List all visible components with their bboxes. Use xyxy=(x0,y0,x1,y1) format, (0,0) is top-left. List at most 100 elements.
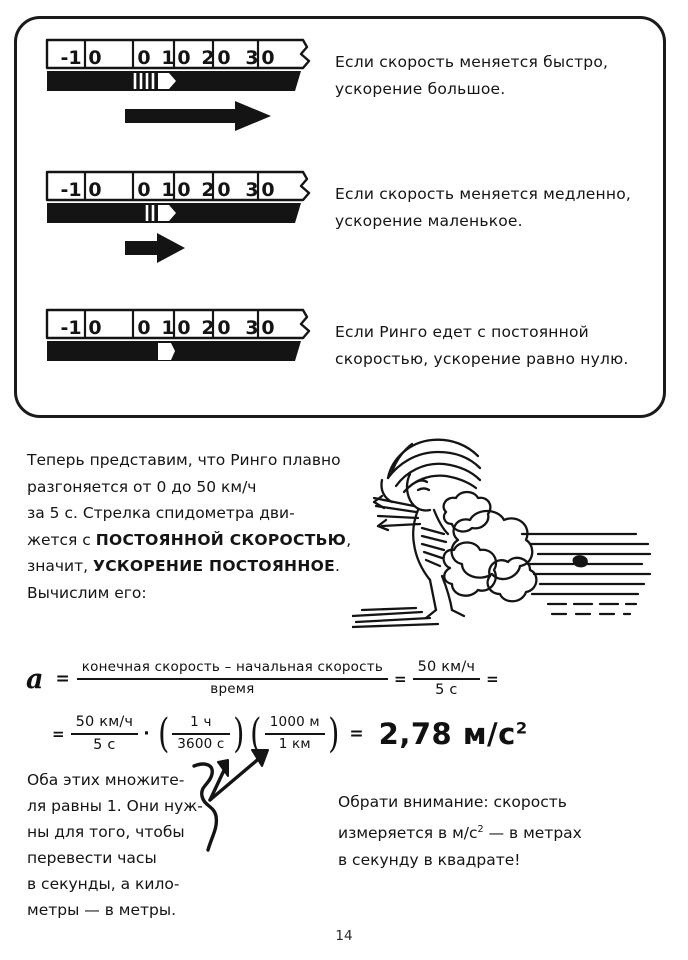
note-right-line-2: измеряется в м/с2 — в метрах xyxy=(338,816,638,847)
intro-line-5: значит, УСКОРЕНИЕ ПОСТОЯННОЕ. xyxy=(27,553,357,580)
fraction-km-to-meters: 1000 м 1 км xyxy=(264,714,325,752)
multiplication-dot: · xyxy=(143,723,150,744)
equals-sign-2: = xyxy=(393,669,407,688)
fraction-numerator: 1000 м xyxy=(269,714,320,731)
caption-line: ускорение маленькое. xyxy=(335,212,523,230)
fraction-speed: 50 км/ч 5 с xyxy=(70,714,139,753)
fraction-denominator: 1 км xyxy=(278,736,311,752)
fraction-bar xyxy=(70,733,139,735)
result-exponent: 2 xyxy=(515,717,528,737)
page-number: 14 xyxy=(335,928,353,944)
svg-text:0: 0 xyxy=(261,179,274,201)
svg-text:0: 0 xyxy=(217,47,230,69)
caption-fast: Если скорость меняется быстро, ускорение… xyxy=(335,49,665,103)
formula-line-1: a = конечная скорость – начальная скорос… xyxy=(26,652,505,706)
fraction-denominator: 5 с xyxy=(93,737,116,753)
fraction-numerator: 1 ч xyxy=(190,714,212,731)
svg-text:0: 0 xyxy=(261,47,274,69)
paren-close-2: ) xyxy=(327,710,340,757)
fraction-definition: конечная скорость – начальная скорость в… xyxy=(76,659,388,697)
fraction-hours-to-seconds: 1 ч 3600 с xyxy=(172,714,230,752)
fraction-numerator: конечная скорость – начальная скорость xyxy=(81,659,383,676)
note-left-line: Оба этих множите- xyxy=(27,771,185,789)
fraction-bar xyxy=(264,733,325,735)
fraction-bar xyxy=(412,678,481,680)
svg-text:3: 3 xyxy=(245,317,258,339)
intro-line-5-strong: УСКОРЕНИЕ ПОСТОЯННОЕ xyxy=(93,557,335,575)
fraction-bar xyxy=(172,733,230,735)
svg-text:2: 2 xyxy=(201,317,214,339)
intro-line-4-strong: ПОСТОЯННОЙ СКОРОСТЬЮ xyxy=(95,530,347,549)
svg-text:0: 0 xyxy=(177,179,190,201)
fraction-numerator: 50 км/ч xyxy=(75,714,134,731)
svg-text:-1: -1 xyxy=(60,317,81,339)
svg-text:-1: -1 xyxy=(60,179,81,201)
intro-line-6: Вычислим его: xyxy=(27,583,147,602)
caption-line: скоростью, ускорение равно нулю. xyxy=(335,350,629,368)
note-right-line-2-suffix: — в метрах xyxy=(483,824,582,843)
intro-line-4: жется с ПОСТОЯННОЙ СКОРОСТЬЮ, xyxy=(27,527,357,554)
fraction-values: 50 км/ч 5 с xyxy=(412,659,481,698)
note-right-line-3: в секунду в квадрате! xyxy=(338,851,521,870)
svg-text:0: 0 xyxy=(137,179,150,201)
result-value: 2,78 м/с xyxy=(378,716,516,751)
formula-line-2: = 50 км/ч 5 с · ( 1 ч 3600 с ) ( 1000 м … xyxy=(46,706,528,762)
svg-text:0: 0 xyxy=(217,317,230,339)
svg-text:0: 0 xyxy=(177,317,190,339)
svg-text:2: 2 xyxy=(201,179,214,201)
speedometer-slow: -1 0 0 1 0 2 0 3 0 xyxy=(45,169,317,231)
short-right-arrow-icon xyxy=(45,231,317,271)
speedometer-constant: -1 0 0 1 0 2 0 3 0 xyxy=(45,307,317,369)
callout-box: -1 0 0 1 0 2 0 3 0 xyxy=(14,16,666,418)
intro-line: разгоняется от 0 до 50 км/ч xyxy=(27,477,257,496)
caption-slow: Если скорость меняется медленно, ускорен… xyxy=(335,181,665,235)
note-right-exponent: 2 xyxy=(477,824,484,835)
fraction-bar xyxy=(76,678,388,680)
fraction-numerator: 50 км/ч xyxy=(417,659,476,676)
paren-open-2: ( xyxy=(250,710,262,757)
svg-text:0: 0 xyxy=(88,47,101,69)
note-left-line: перевести часы xyxy=(27,849,157,867)
note-left-line: метры — в метры. xyxy=(27,901,177,919)
svg-text:-1: -1 xyxy=(60,47,81,69)
note-left: Оба этих множите- ля равны 1. Они нуж- н… xyxy=(27,767,242,923)
svg-text:1: 1 xyxy=(161,179,174,201)
svg-text:0: 0 xyxy=(177,47,190,69)
note-left-line: в секунды, а кило- xyxy=(27,875,180,893)
svg-text:3: 3 xyxy=(245,47,258,69)
paren-close-1: ) xyxy=(232,710,244,757)
svg-text:0: 0 xyxy=(137,47,150,69)
note-right-line-1: Обрати внимание: скорость xyxy=(338,793,567,811)
svg-text:0: 0 xyxy=(217,179,230,201)
note-right-line-2-prefix: измеряется в м/с xyxy=(338,824,478,843)
svg-text:3: 3 xyxy=(245,179,258,201)
intro-line-4-suffix: , xyxy=(346,530,352,549)
intro-line-5-suffix: . xyxy=(334,557,340,575)
variable-a: a xyxy=(26,663,44,695)
note-left-line: ны для того, чтобы xyxy=(27,823,185,841)
ringo-running-with-dust-clouds-illustration xyxy=(350,428,652,630)
caption-line: ускорение большое. xyxy=(335,80,506,98)
fraction-denominator: 3600 с xyxy=(177,736,225,752)
svg-text:2: 2 xyxy=(201,47,214,69)
intro-line-5-prefix: значит, xyxy=(27,557,93,575)
caption-line: Если скорость меняется быстро, xyxy=(335,53,609,71)
caption-constant: Если Ринго едет с постоянной скоростью, … xyxy=(335,319,665,373)
intro-line: Теперь представим, что Ринго плавно xyxy=(27,451,341,469)
svg-text:0: 0 xyxy=(137,317,150,339)
fraction-denominator: время xyxy=(210,681,255,697)
equals-sign-3: = xyxy=(486,669,499,688)
svg-text:0: 0 xyxy=(261,317,274,339)
formula-result: 2,78 м/с2 xyxy=(378,716,528,751)
intro-paragraph: Теперь представим, что Ринго плавно разг… xyxy=(27,447,357,606)
intro-line: за 5 с. Стрелка спидометра дви- xyxy=(27,504,295,522)
svg-text:0: 0 xyxy=(88,317,101,339)
intro-line-4-prefix: жется с xyxy=(27,530,96,549)
paren-open-1: ( xyxy=(157,710,170,757)
fraction-denominator: 5 с xyxy=(435,682,458,698)
note-left-line: ля равны 1. Они нуж- xyxy=(27,797,203,815)
long-right-arrow-icon xyxy=(45,99,317,139)
caption-line: Если скорость меняется медленно, xyxy=(335,185,632,203)
svg-text:0: 0 xyxy=(88,179,101,201)
equals-sign-2: = xyxy=(349,723,364,744)
